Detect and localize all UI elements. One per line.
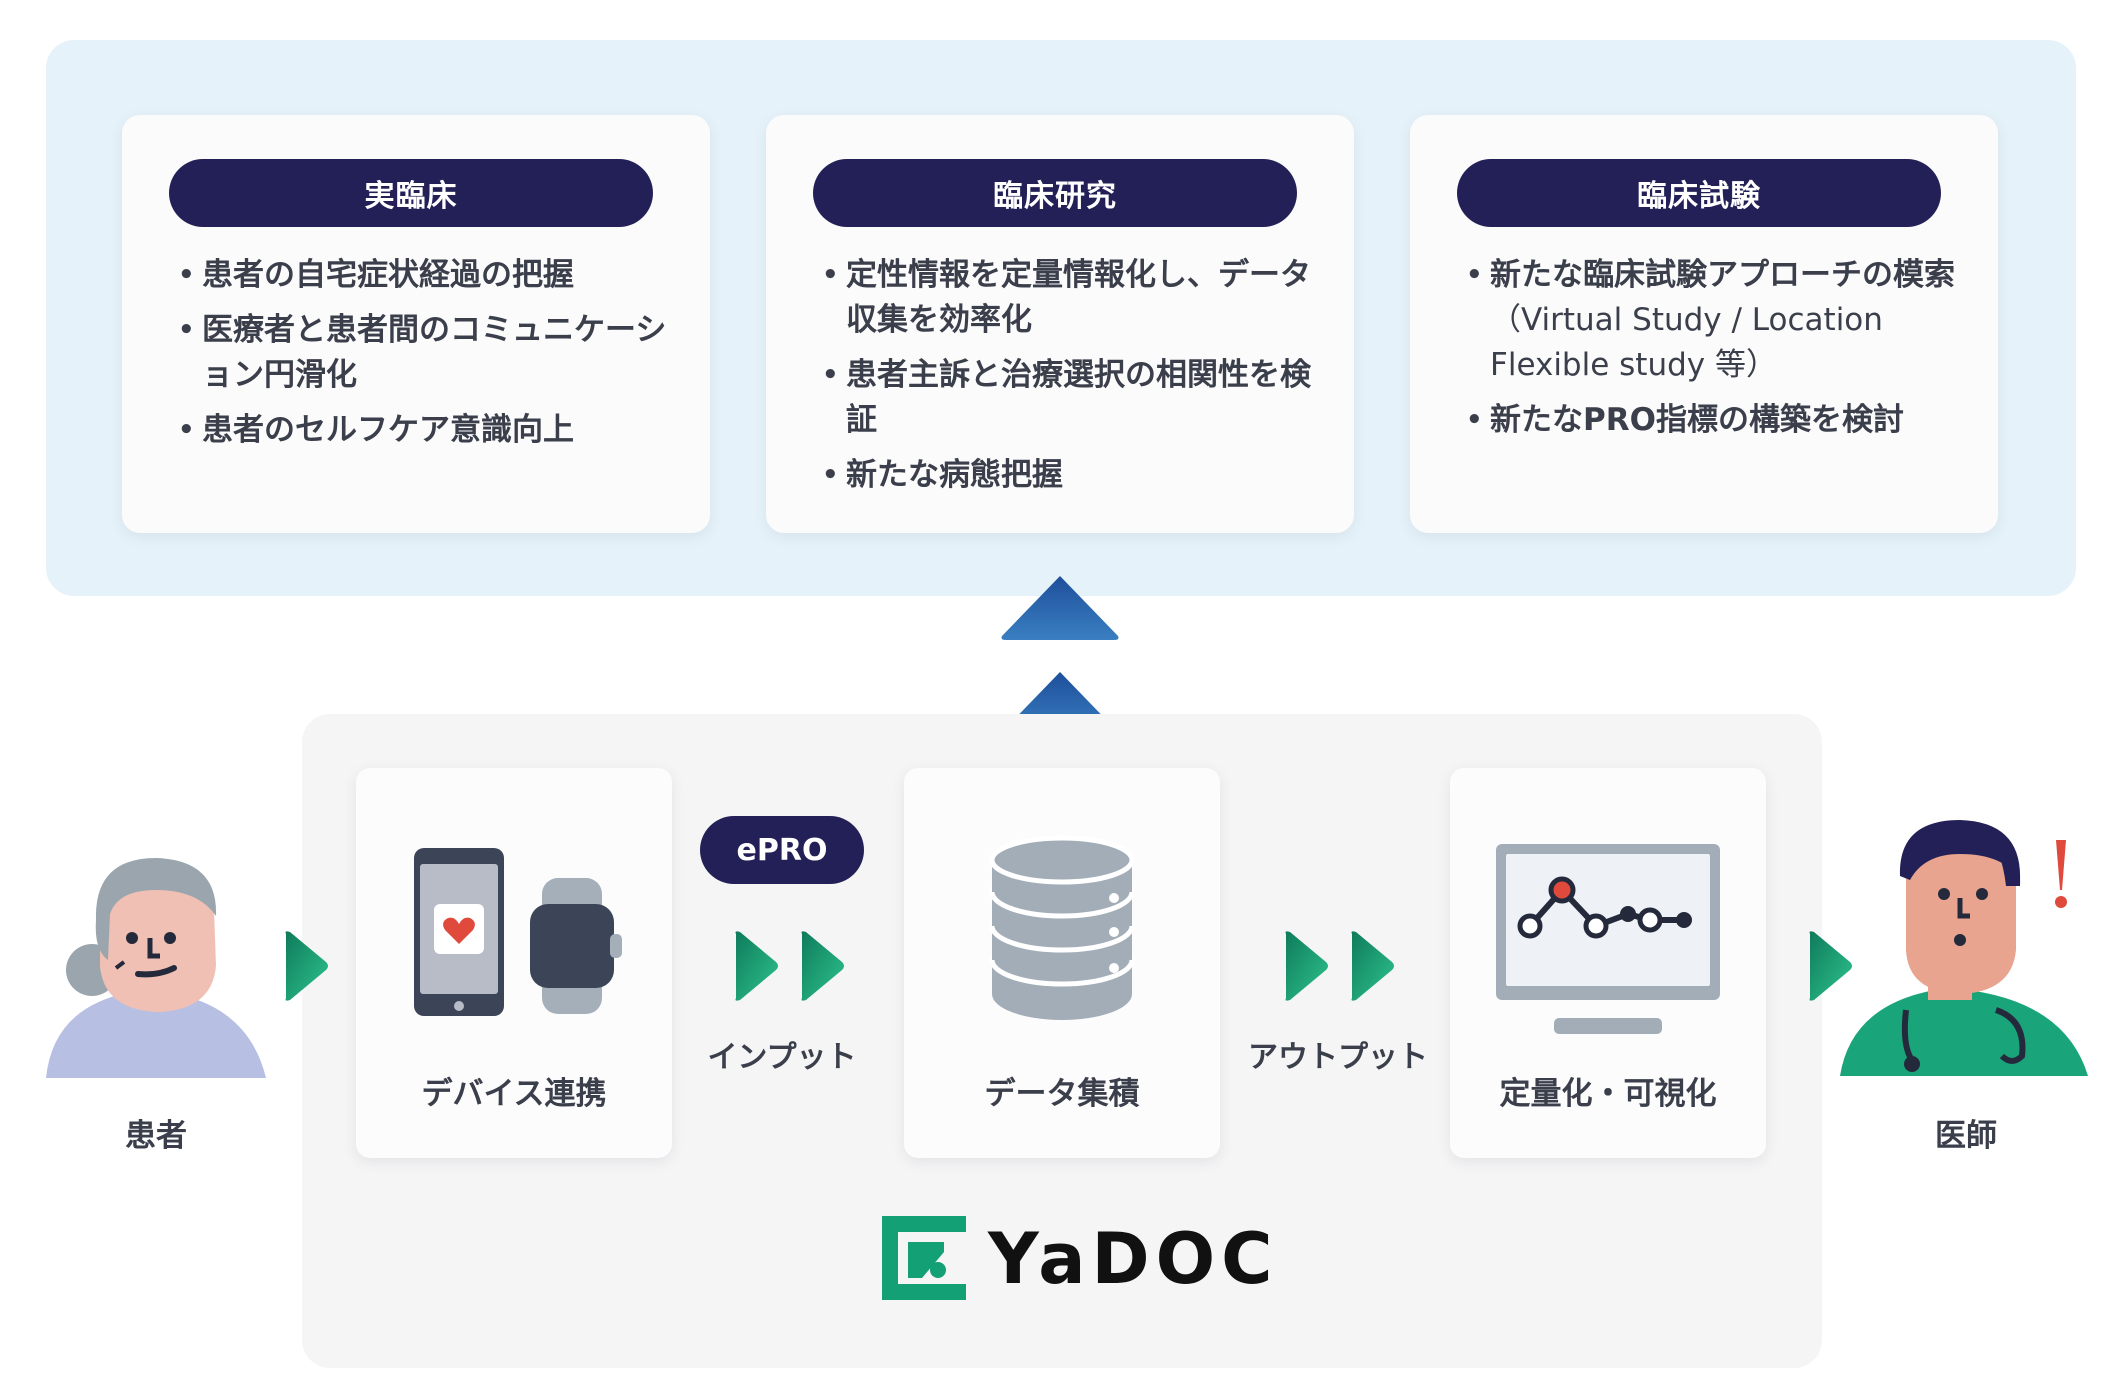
visualization-label: 定量化・可視化: [1499, 1076, 1717, 1112]
bullet-item: 患者主訴と治療選択の相関性を検証: [822, 353, 1322, 443]
patient-icon: [46, 858, 266, 1078]
database-icon: [989, 835, 1135, 1020]
device-card: デバイス連携: [356, 768, 672, 1158]
line-chart-monitor-icon: [1496, 844, 1720, 1034]
bullet-item: 医療者と患者間のコミュニケーション円滑化: [178, 308, 678, 398]
bullet-list: 定性情報を定量情報化し、データ収集を効率化 患者主訴と治療選択の相関性を検証 新…: [822, 253, 1322, 508]
chevron-right-icon: [735, 931, 778, 1001]
yadoc-logo-icon: [882, 1216, 966, 1300]
database-card: データ集積: [904, 768, 1220, 1158]
doctor-icon: [1840, 820, 2088, 1076]
output-label: アウトプット: [1248, 1040, 1428, 1075]
card-clinical-research: 臨床研究 定性情報を定量情報化し、データ収集を効率化 患者主訴と治療選択の相関性…: [766, 115, 1354, 533]
bullet-item: 新たな病態把握: [822, 453, 1322, 498]
chevron-right-icon: [1809, 931, 1852, 1001]
bullet-list: 新たな臨床試験アプローチの模索（Virtual Study / Location…: [1466, 253, 1966, 453]
bullet-item: 新たなPRO指標の構築を検討: [1466, 398, 1966, 443]
card-clinical-trial: 臨床試験 新たな臨床試験アプローチの模索（Virtual Study / Loc…: [1410, 115, 1998, 533]
smartphone-icon: [414, 848, 504, 1016]
card-practice: 実臨床 患者の自宅症状経過の把握 医療者と患者間のコミュニケーション円滑化 患者…: [122, 115, 710, 533]
card-title: 臨床研究: [813, 159, 1297, 227]
card-title: 実臨床: [169, 159, 653, 227]
chevron-right-icon: [285, 931, 328, 1001]
bullet-list: 患者の自宅症状経過の把握 医療者と患者間のコミュニケーション円滑化 患者のセルフ…: [178, 253, 678, 463]
input-label: インプット: [707, 1040, 857, 1075]
chevron-right-icon: [1351, 931, 1394, 1001]
up-arrow-icon: [1001, 576, 1119, 640]
database-label: データ集積: [984, 1076, 1140, 1112]
bullet-item: 患者の自宅症状経過の把握: [178, 253, 678, 298]
bullet-item: 患者のセルフケア意識向上: [178, 408, 678, 453]
epro-badge: ePRO: [700, 816, 864, 884]
bullet-item: 新たな臨床試験アプローチの模索（Virtual Study / Location…: [1466, 253, 1966, 388]
yadoc-logo-text: YaDOC: [988, 1218, 1279, 1300]
bullet-item: 定性情報を定量情報化し、データ収集を効率化: [822, 253, 1322, 343]
doctor-label: 医師: [1935, 1118, 1997, 1154]
patient-label: 患者: [125, 1118, 187, 1154]
chevron-right-icon: [801, 931, 844, 1001]
card-title: 臨床試験: [1457, 159, 1941, 227]
smartwatch-icon: [530, 878, 622, 1014]
visualization-card: 定量化・可視化: [1450, 768, 1766, 1158]
device-label: デバイス連携: [421, 1076, 607, 1112]
chevron-right-icon: [1285, 931, 1328, 1001]
